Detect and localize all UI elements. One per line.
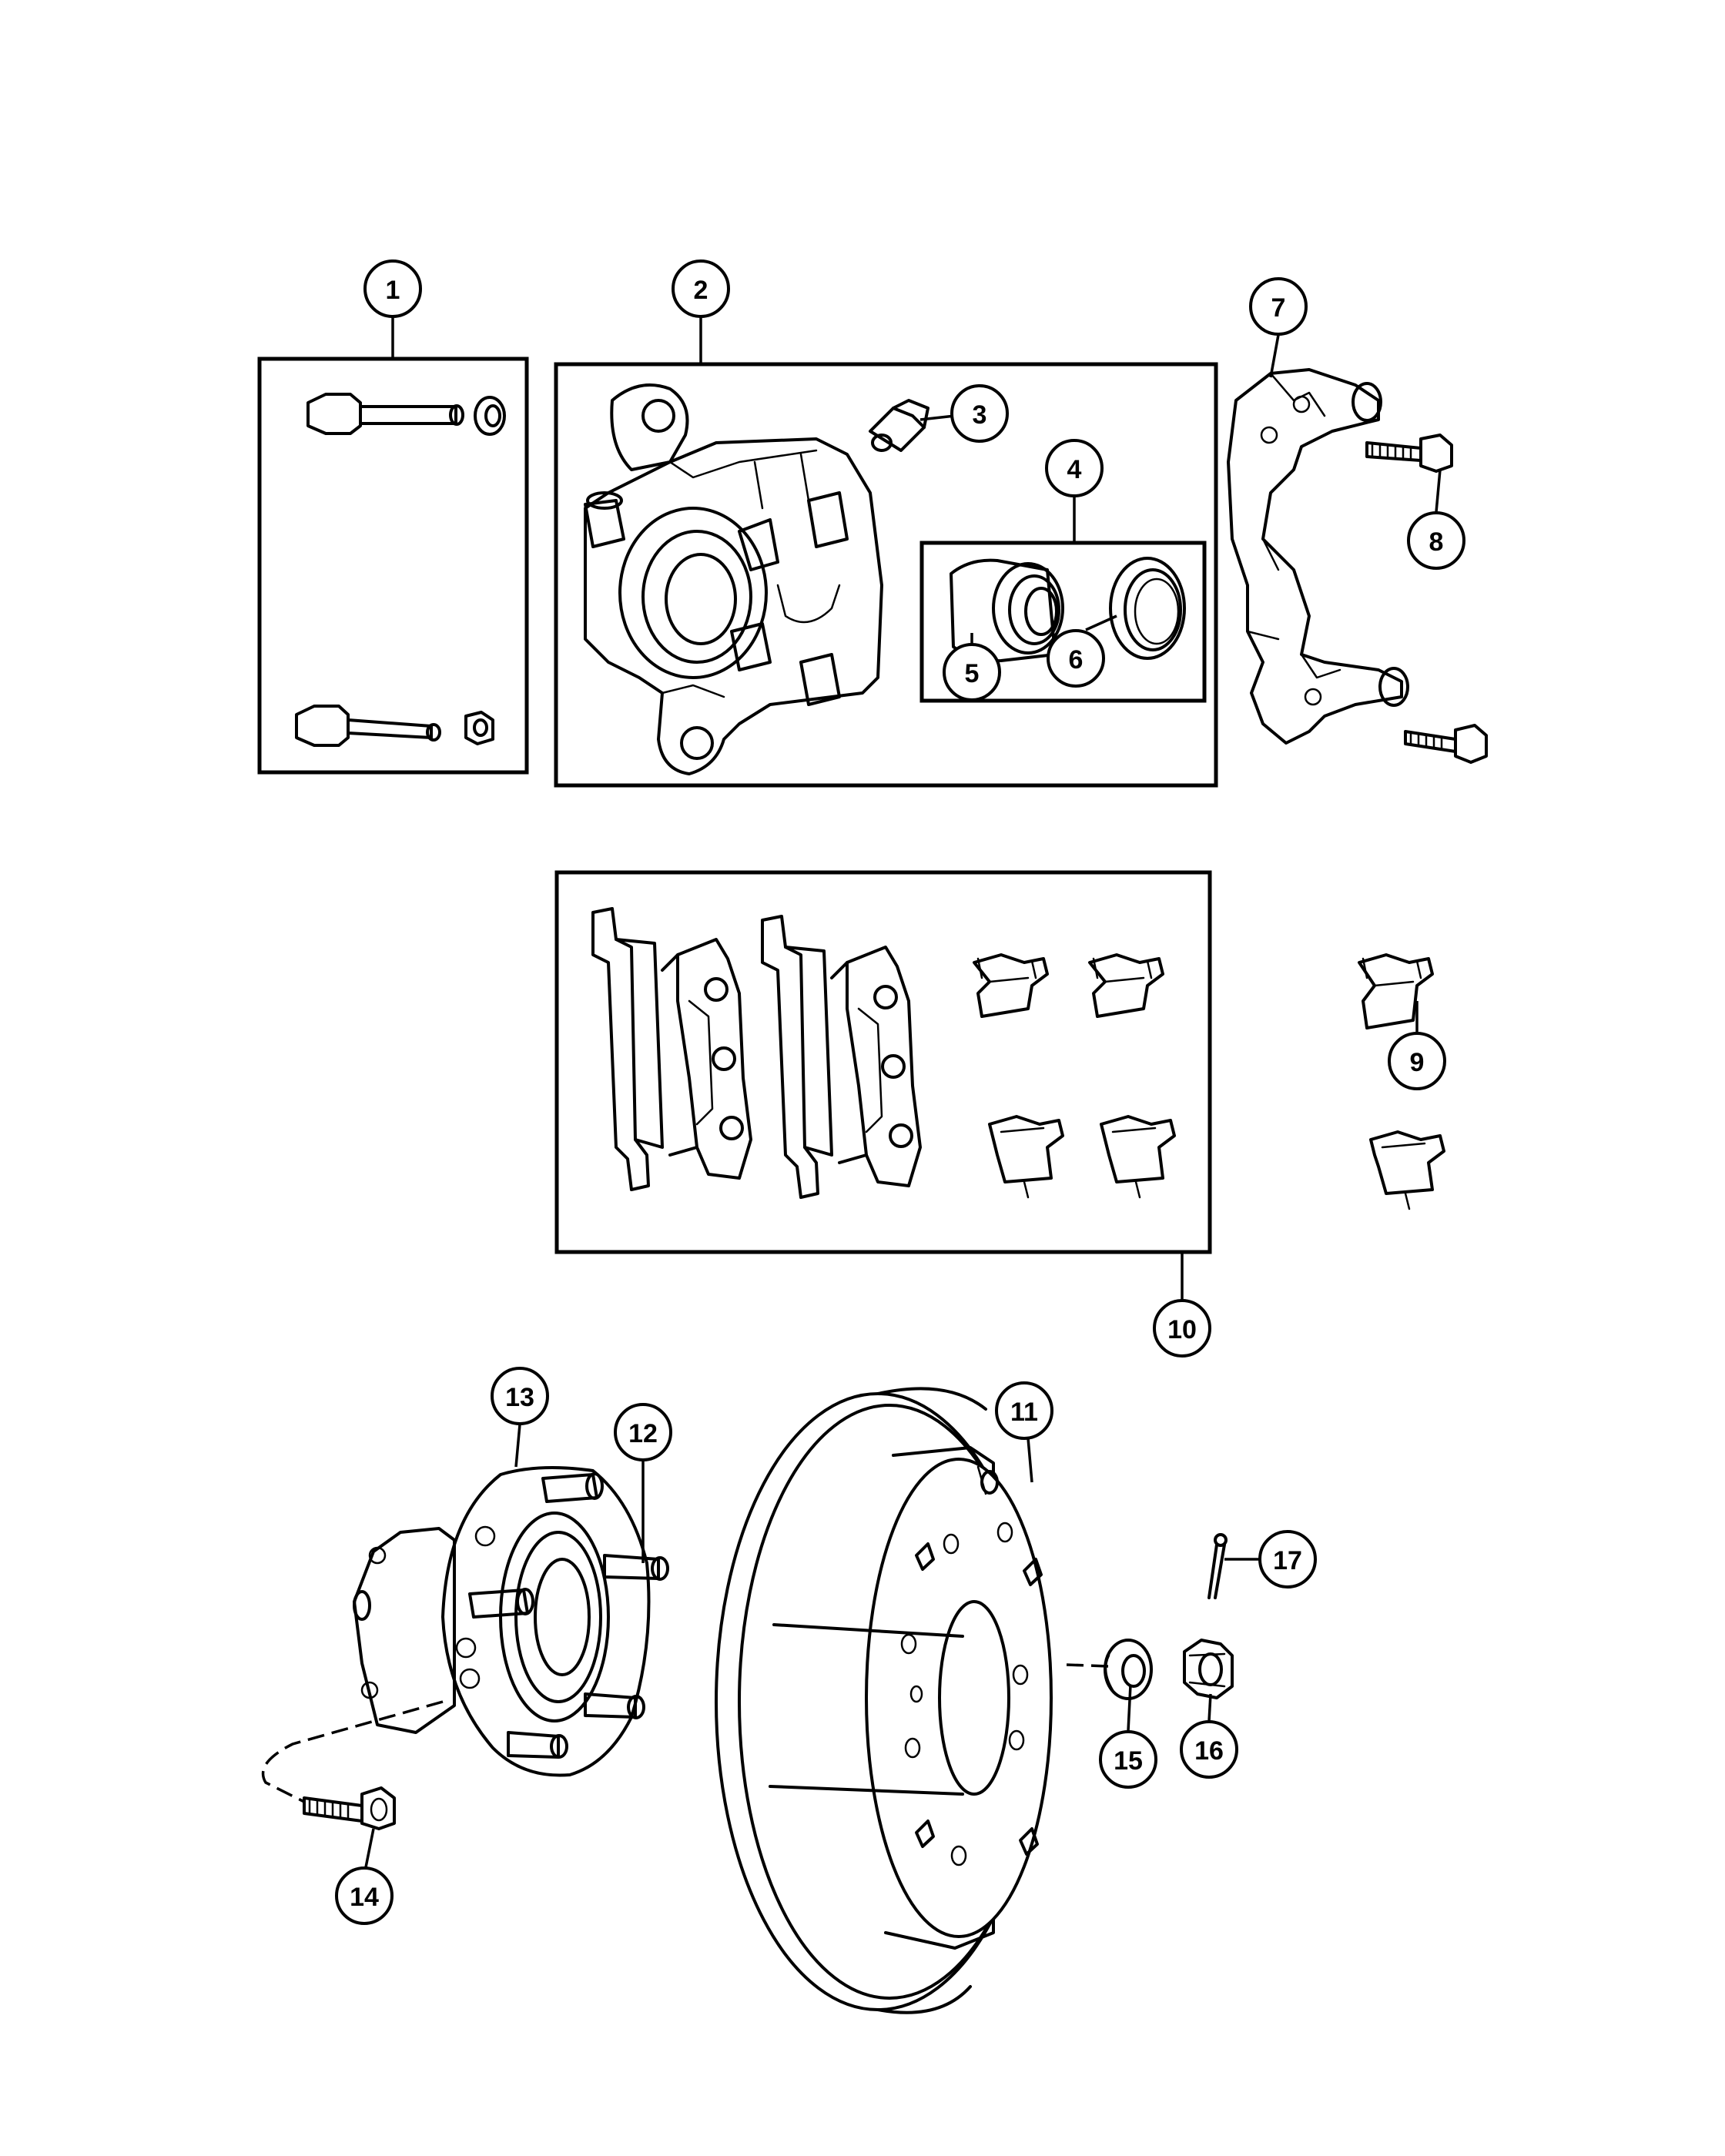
callout-15: 15 [1099, 1730, 1157, 1789]
leader-11 [1027, 1438, 1033, 1483]
wheel-studs [468, 1472, 669, 1759]
axle-centerline [1066, 1663, 1110, 1668]
callout-4: 4 [1045, 439, 1104, 497]
callout-13-label: 13 [505, 1383, 534, 1412]
pad-clip-kit-4 [1100, 1115, 1176, 1199]
leader-6 [1085, 614, 1117, 631]
pad-clip-kit-2 [1088, 953, 1164, 1018]
callout-10: 10 [1153, 1299, 1211, 1358]
leader-3 [919, 414, 956, 421]
callout-2: 2 [672, 259, 730, 318]
leader-7 [1269, 334, 1280, 378]
caliper-assembly-box [554, 362, 1218, 788]
bleeder-screw [869, 399, 929, 452]
callout-3-label: 3 [973, 400, 987, 430]
callout-5: 5 [943, 643, 1001, 701]
leader-16 [1208, 1693, 1212, 1722]
callout-4-label: 4 [1067, 455, 1082, 484]
cotter-pin [1208, 1533, 1228, 1599]
callout-2-label: 2 [694, 276, 708, 305]
guide-pin-upper [306, 393, 506, 436]
callout-16-label: 16 [1194, 1736, 1224, 1766]
brake-pad-set-1 [591, 907, 752, 1191]
callout-11: 11 [995, 1381, 1053, 1440]
callout-6-label: 6 [1069, 645, 1084, 675]
hub-nut [1183, 1639, 1234, 1699]
callout-15-label: 15 [1114, 1746, 1143, 1776]
callout-13: 13 [491, 1367, 549, 1425]
brake-pad-set-2 [761, 915, 922, 1199]
callout-16: 16 [1180, 1720, 1238, 1779]
bracket-bolt-lower [1404, 724, 1488, 764]
callout-5-label: 5 [965, 659, 980, 688]
callout-8-label: 8 [1429, 527, 1444, 557]
callout-12-label: 12 [628, 1419, 658, 1448]
callout-7: 7 [1249, 277, 1308, 336]
callout-6: 6 [1047, 629, 1105, 688]
callout-14-label: 14 [350, 1883, 379, 1912]
callout-3: 3 [950, 384, 1009, 443]
leader-15 [1127, 1684, 1132, 1732]
hub-bearing [353, 1466, 651, 1777]
callout-14: 14 [335, 1866, 394, 1925]
leader-8 [1435, 469, 1442, 513]
brake-pad-kit-box [554, 870, 1212, 1254]
pad-clip-kit-3 [988, 1115, 1064, 1199]
piston-seal-kit-box [919, 541, 1207, 703]
brake-rotor [715, 1387, 1053, 2014]
hub-washer [1104, 1639, 1153, 1700]
piston-seal [1109, 557, 1186, 660]
pad-clip-upper [1358, 953, 1434, 1029]
callout-1-label: 1 [386, 276, 400, 305]
callout-12: 12 [614, 1403, 672, 1461]
callout-11-label: 11 [1010, 1398, 1038, 1427]
leader-13 [514, 1424, 521, 1468]
callout-9-label: 9 [1410, 1048, 1425, 1077]
callout-8: 8 [1407, 511, 1465, 570]
callout-10-label: 10 [1167, 1315, 1197, 1344]
callout-1: 1 [363, 259, 422, 318]
pad-clip-lower [1369, 1130, 1445, 1210]
caliper-bracket [1227, 368, 1409, 745]
callout-17-label: 17 [1273, 1546, 1302, 1575]
guide-pin-lower [295, 705, 494, 747]
bolt-path-dashed [261, 1700, 444, 1803]
callout-17: 17 [1258, 1530, 1317, 1589]
pad-clip-kit-1 [973, 953, 1049, 1018]
callout-9: 9 [1388, 1032, 1446, 1090]
callout-7-label: 7 [1271, 293, 1286, 323]
caliper-housing [584, 383, 883, 775]
bracket-bolt-upper [1365, 434, 1453, 473]
hub-mounting-bolt [303, 1786, 396, 1830]
leader-14 [364, 1828, 375, 1868]
